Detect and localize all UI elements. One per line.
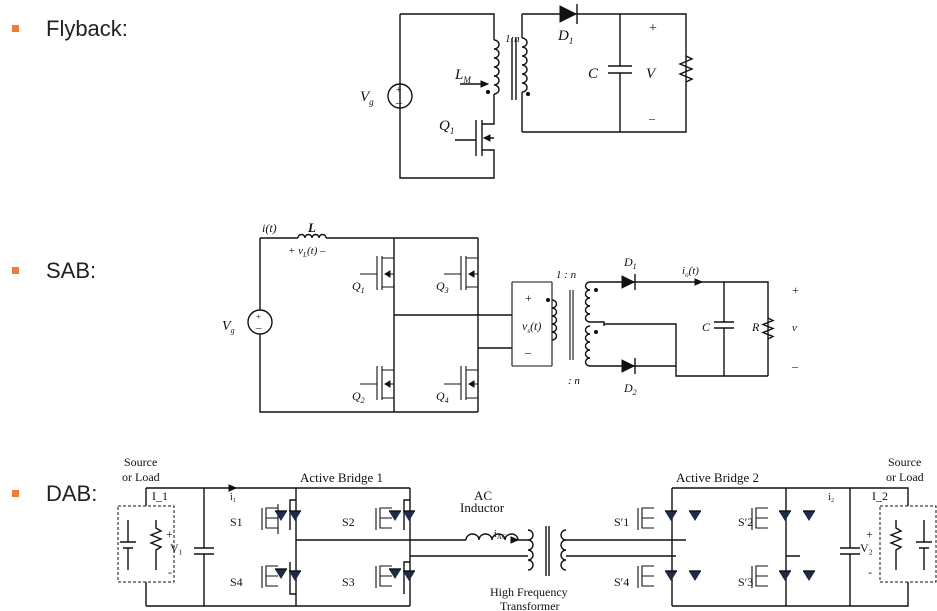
sab-plus-sign: + <box>792 283 799 297</box>
dab-v1-minus: - <box>168 565 172 579</box>
flyback-lm-label: LM <box>454 67 471 85</box>
sab-switch-q2 <box>360 366 394 400</box>
sab-v-label: v <box>792 322 797 334</box>
sab-vs-plus: + <box>525 291 532 305</box>
flyback-circuit: + – 1:n Vg LM Q1 D1 C V + – <box>360 4 694 179</box>
svg-text:+: + <box>396 85 402 96</box>
flyback-turns-ratio: 1:n <box>505 33 520 45</box>
sab-vs-label: vs(t) <box>522 319 541 335</box>
sab-switch-q4 <box>444 366 478 400</box>
dab-inductor-label: Inductor <box>460 500 505 515</box>
svg-text:–: – <box>255 322 262 334</box>
flyback-d1-label: D1 <box>557 28 573 46</box>
sab-load-resistor <box>761 317 775 340</box>
flyback-minus-sign: – <box>648 111 656 125</box>
dab-hf-label-1: High Frequency <box>490 585 568 599</box>
flyback-v-label: V <box>646 66 657 82</box>
dab-v2-plus: + <box>866 527 873 541</box>
label-dab: DAB: <box>46 481 98 506</box>
dab-left-source-label-1: Source <box>124 455 157 469</box>
sab-circuit: + – <box>222 220 799 413</box>
dab-right-capacitor <box>840 488 860 606</box>
bullet-marker-sab <box>12 267 19 274</box>
sab-transformer-secondary <box>584 281 591 367</box>
flyback-switch-q1 <box>475 110 495 168</box>
sab-d2-label: D2 <box>623 381 637 397</box>
flyback-primary-winding <box>493 39 500 98</box>
sab-q1-label: Q1 <box>352 279 365 295</box>
dab-v1-label: V₁ <box>170 541 183 555</box>
sab-ratio-top: 1 : n <box>556 269 577 281</box>
sab-minus-sign: – <box>791 359 799 373</box>
flyback-c-label: C <box>588 66 599 82</box>
dab-v2-minus: - <box>868 565 872 579</box>
dab-left-i-label: I_1 <box>152 489 168 503</box>
sab-inductor-label: L <box>307 220 316 235</box>
sab-r-label: R <box>751 320 760 334</box>
dab-sp4-label: S′4 <box>614 575 629 589</box>
sab-ratio-bottom: : n <box>568 375 580 387</box>
dab-bridge1-switches <box>261 499 415 595</box>
sab-transformer-primary <box>551 299 558 341</box>
dab-hf-transformer <box>527 526 567 576</box>
flyback-vg-label: Vg <box>360 89 374 107</box>
dab-v2-label: V₂ <box>860 541 873 555</box>
flyback-plus-sign: + <box>649 21 657 36</box>
svg-text:–: – <box>395 95 403 109</box>
sab-inductor <box>297 233 327 239</box>
dab-ac-label: AC <box>474 488 492 503</box>
dab-circuit: Source or Load I_1 i₁ V₁ + - Active Brid… <box>117 455 937 611</box>
sab-q2-label: Q2 <box>352 389 365 405</box>
dab-s3-label: S3 <box>342 575 355 589</box>
dab-ac-inductor <box>465 533 519 541</box>
svg-text:+: + <box>256 312 261 322</box>
sab-capacitor <box>714 282 734 376</box>
dab-right-source-label-2: or Load <box>886 470 924 484</box>
dab-sp1-label: S′1 <box>614 515 629 529</box>
dab-left-source-box <box>117 505 175 583</box>
sab-q3-label: Q3 <box>436 279 449 295</box>
sab-vg-source <box>247 309 273 335</box>
dab-right-source-box <box>879 505 937 583</box>
dab-hf-label-2: Transformer <box>500 599 560 611</box>
sab-io-label: io(t) <box>682 265 699 279</box>
dab-active-bridge-2: Active Bridge 2 <box>676 470 759 485</box>
dab-v1-plus: + <box>166 527 173 541</box>
sab-switch-q3 <box>444 256 478 290</box>
dab-left-source-label-2: or Load <box>122 470 160 484</box>
sab-vg-label: Vg <box>222 319 235 335</box>
dab-iac-label: iAC <box>494 529 507 541</box>
dab-left-capacitor <box>194 488 214 606</box>
dab-s2-label: S2 <box>342 515 355 529</box>
bullet-marker-flyback <box>12 25 19 32</box>
sab-d1-label: D1 <box>623 255 637 271</box>
flyback-q1-label: Q1 <box>439 118 454 136</box>
label-flyback: Flyback: <box>46 16 128 41</box>
flyback-vg-source <box>387 83 413 109</box>
sab-vs-minus: – <box>524 345 532 359</box>
sab-q4-label: Q4 <box>436 389 449 405</box>
sab-switch-q1 <box>360 256 394 290</box>
dab-i2-label: i₂ <box>828 492 834 503</box>
flyback-load-resistor <box>678 55 694 83</box>
dab-sp2-label: S′2 <box>738 515 753 529</box>
dab-right-i-label: I_2 <box>872 489 888 503</box>
dab-active-bridge-1: Active Bridge 1 <box>300 470 383 485</box>
dab-s1-label: S1 <box>230 515 243 529</box>
sab-c-label: C <box>702 320 711 334</box>
dab-bridge2-switches <box>637 507 815 588</box>
flyback-secondary-winding <box>521 14 528 132</box>
dab-right-source-label-1: Source <box>888 455 921 469</box>
label-sab: SAB: <box>46 258 97 283</box>
sab-current-label: i(t) <box>262 221 277 235</box>
sab-vl-label: + vL(t) – <box>288 245 326 259</box>
dab-s4-label: S4 <box>230 575 243 589</box>
dab-i1-label: i₁ <box>230 492 236 503</box>
dab-sp3-label: S′3 <box>738 575 753 589</box>
bullet-marker-dab <box>12 490 19 497</box>
flyback-capacitor <box>608 14 632 132</box>
